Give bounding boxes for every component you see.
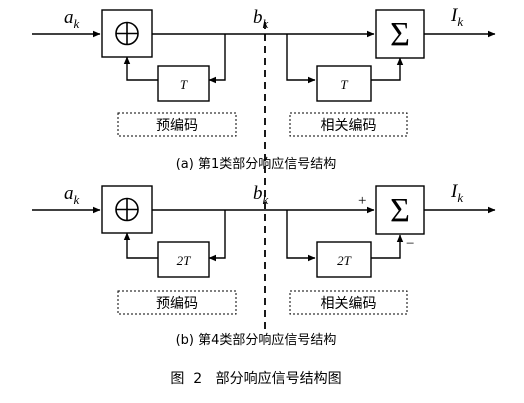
input-label-a: ak xyxy=(64,7,80,31)
output-label-b: Ik xyxy=(450,181,463,205)
delay-block-b-left xyxy=(157,241,210,278)
correlative-label-a: 相关编码 xyxy=(321,118,377,134)
delay-block-a-left xyxy=(157,65,210,102)
mid-label-b: bk xyxy=(253,183,269,207)
correlative-box-b xyxy=(289,290,408,315)
delay-label-b-left: 2T xyxy=(177,253,192,268)
delay-label-a-right: T xyxy=(340,77,348,92)
caption-b: (b) 第4类部分响应信号结构 xyxy=(176,332,337,348)
input-label-b: ak xyxy=(64,183,80,207)
mid-label-a: bk xyxy=(253,7,269,31)
precoding-label-b: 预编码 xyxy=(156,296,198,312)
panel-b: ak bk 2T 2T Σ + − Ik 预编码 相关编码 (b) 第4类部分响… xyxy=(32,181,496,348)
delay-block-a-right xyxy=(316,65,372,102)
delay-label-b-right: 2T xyxy=(337,253,352,268)
correlative-label-b: 相关编码 xyxy=(321,296,377,312)
precoding-label-a: 预编码 xyxy=(156,118,198,134)
sigma-icon-b: Σ xyxy=(390,192,410,229)
delay-label-a-left: T xyxy=(180,77,188,92)
precoding-box-b xyxy=(117,290,237,315)
delay-block-b-right xyxy=(316,241,372,278)
precoding-box-a xyxy=(117,112,237,137)
correlative-box-a xyxy=(289,112,408,137)
panel-a: ak bk T T Σ Ik 预编码 相关编码 (a) 第1类部分响应信号结构 xyxy=(32,5,496,172)
caption-a: (a) 第1类部分响应信号结构 xyxy=(176,156,337,172)
minus-sign-b: − xyxy=(406,236,414,252)
output-label-a: Ik xyxy=(450,5,463,29)
plus-sign-b: + xyxy=(358,193,366,209)
sigma-icon-a: Σ xyxy=(390,16,410,53)
figure-caption: 图 2 部分响应信号结构图 xyxy=(170,370,341,387)
